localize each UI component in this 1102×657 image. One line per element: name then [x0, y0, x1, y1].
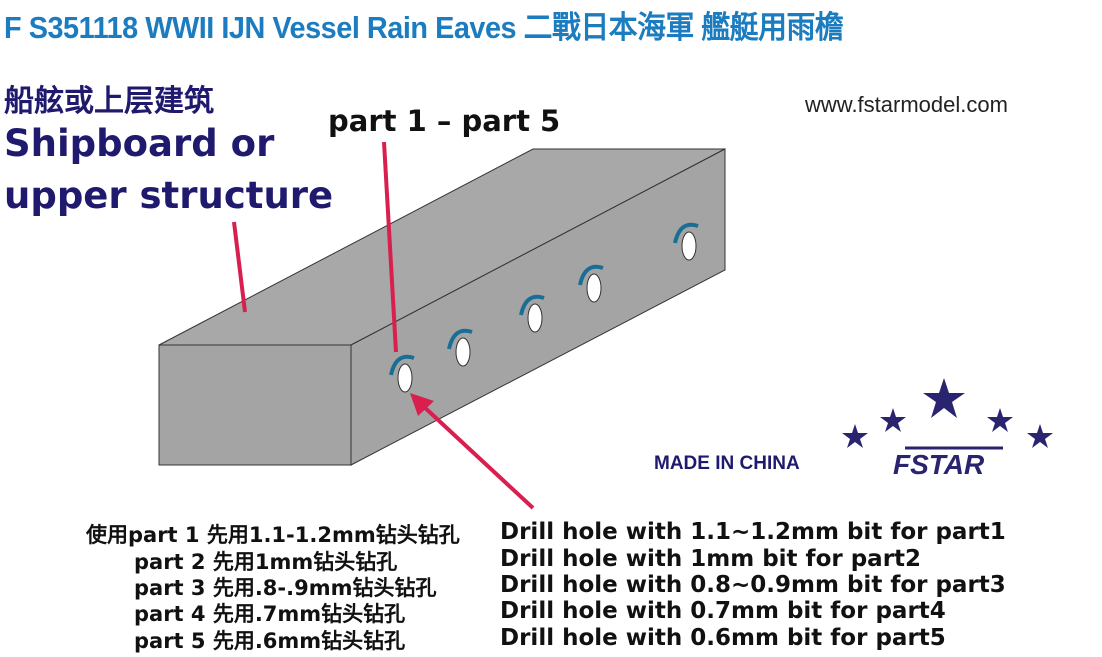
fstar-logo: FSTAR: [893, 449, 985, 480]
structure-label-cn: 船舷或上层建筑: [4, 84, 214, 119]
instruction-en-3: Drill hole with 0.8~0.9mm bit for part3: [500, 572, 1006, 598]
made-in-china: MADE IN CHINA: [654, 453, 800, 474]
star-icon: [842, 424, 868, 448]
instruction-en-2: Drill hole with 1mm bit for part2: [500, 546, 922, 572]
instruction-cn-2: part 2 先用1mm钻头钻孔: [134, 550, 398, 574]
structure-label-en-1: Shipboard or: [4, 122, 275, 165]
box-front-face: [158, 344, 352, 466]
star-icon: [880, 408, 906, 432]
hole-4: [578, 264, 604, 303]
structure-label-en-2: upper structure: [4, 174, 334, 217]
hole-3: [519, 294, 545, 333]
website-url: www.fstarmodel.com: [805, 92, 1008, 117]
structure-pointer-line: [232, 221, 247, 313]
fstar-logo-stars: [842, 378, 1053, 450]
instruction-cn-4: part 4 先用.7mm钻头钻孔: [134, 602, 406, 626]
hole-1: [389, 354, 415, 393]
instruction-en-4: Drill hole with 0.7mm bit for part4: [500, 598, 946, 624]
instruction-cn-3: part 3 先用.8-.9mm钻头钻孔: [134, 576, 437, 600]
instruction-cn-5: part 5 先用.6mm钻头钻孔: [134, 629, 406, 653]
instruction-en-1: Drill hole with 1.1~1.2mm bit for part1: [500, 519, 1006, 545]
parts-label: part 1 – part 5: [328, 104, 561, 138]
star-icon: [923, 378, 965, 418]
parts-pointer-line: [382, 141, 398, 353]
instruction-en-5: Drill hole with 0.6mm bit for part5: [500, 625, 946, 651]
drill-arrow-line: [420, 403, 535, 510]
star-icon: [1027, 424, 1053, 448]
instruction-cn-1: 使用part 1 先用1.1-1.2mm钻头钻孔: [86, 523, 460, 547]
drill-arrow-head: [410, 393, 434, 416]
hole-2: [447, 328, 473, 367]
hole-5: [673, 222, 699, 261]
star-icon: [987, 408, 1013, 432]
page-title: F S351118 WWII IJN Vessel Rain Eaves 二戰日…: [4, 10, 844, 45]
